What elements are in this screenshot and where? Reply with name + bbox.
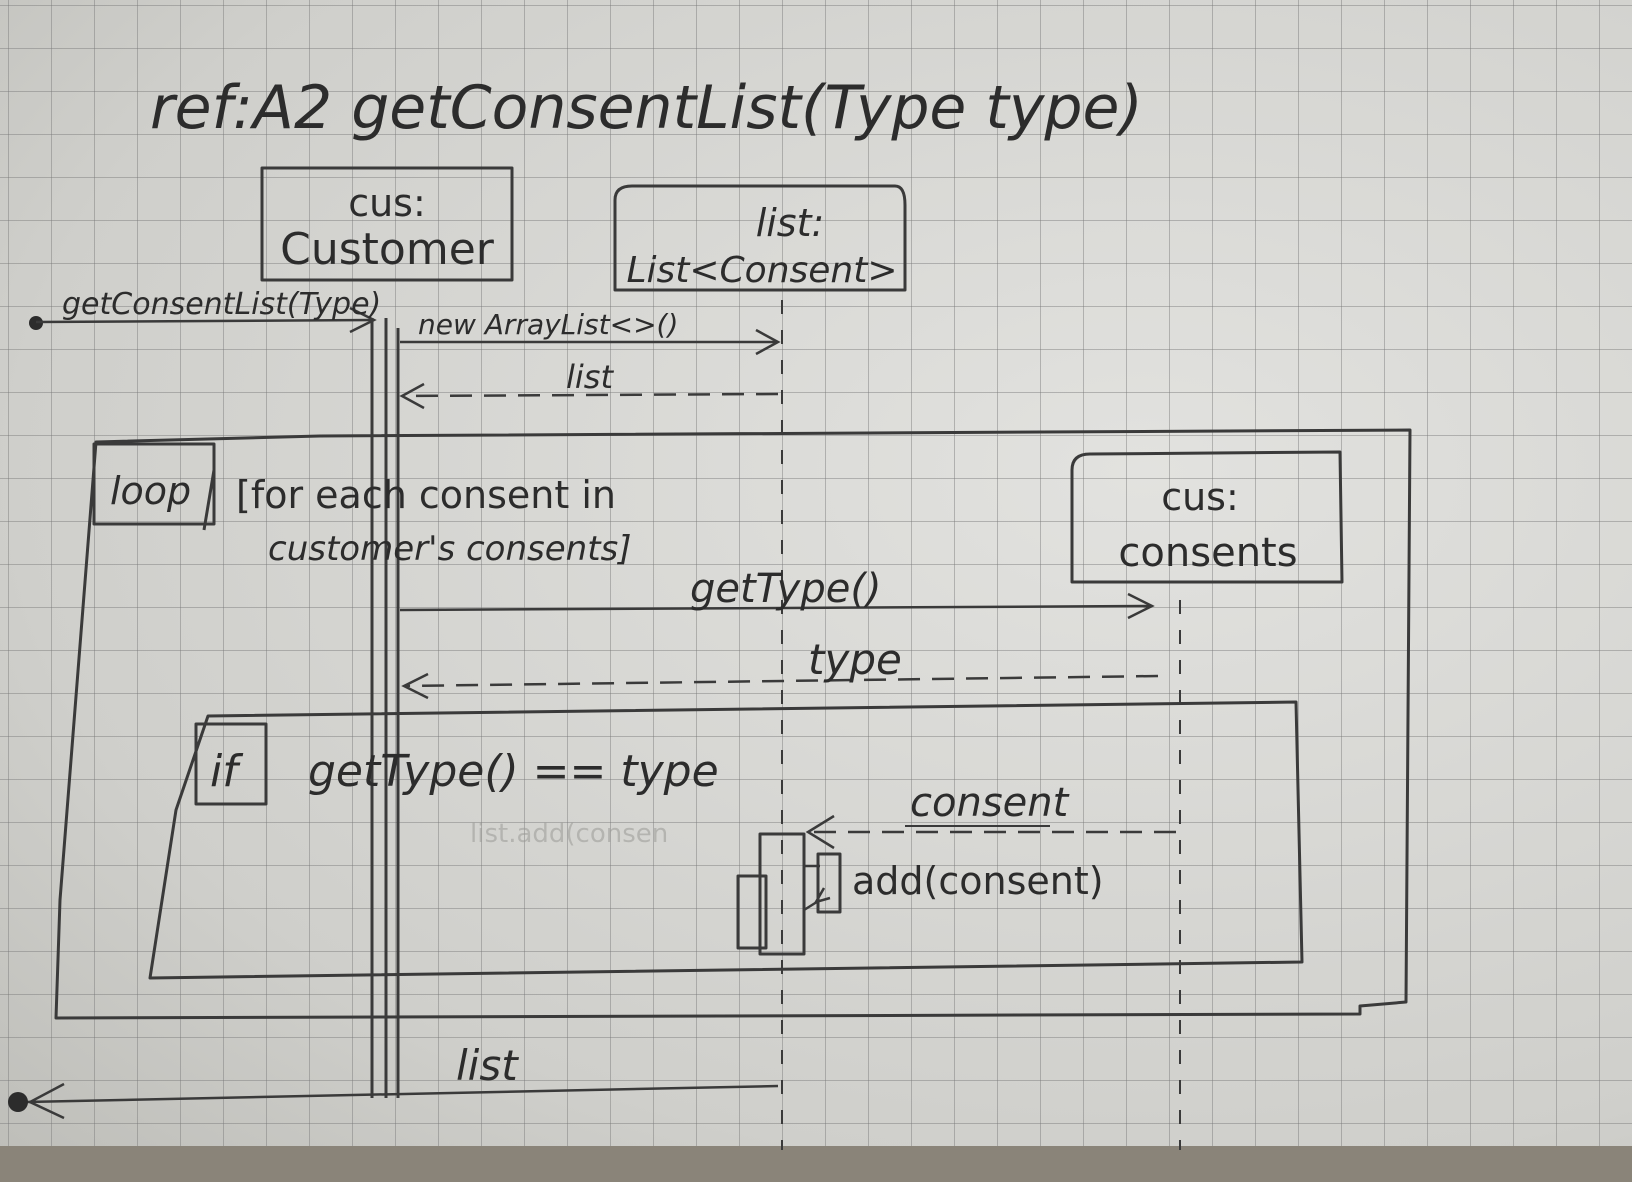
get-type-message: getType(): [399, 566, 1155, 620]
return-list-created-label: list: [566, 358, 614, 396]
list-activation: [736, 832, 842, 956]
return-consent-label: consent: [910, 780, 1070, 826]
consents-instance-name: cus:: [1161, 475, 1239, 519]
table-surface: [0, 1146, 1632, 1182]
lifeline-header-customer: cus: Customer: [260, 166, 514, 282]
return-consent-message: consent: [805, 780, 1176, 850]
erased-text: list.add(consen: [470, 819, 668, 849]
create-list-message: new ArrayList<>(): [400, 308, 781, 356]
loop-guard-line1: [for each consent in: [236, 473, 616, 517]
diagram-title: ref:A2 getConsentList(Type type): [150, 73, 1143, 143]
lifeline-header-consents: cus: consents: [1070, 450, 1344, 584]
if-operator: if: [210, 746, 244, 797]
list-class-name: List<Consent>: [626, 250, 897, 291]
list-instance-name: list:: [756, 201, 825, 245]
return-list-final-message: list: [8, 1041, 779, 1120]
loop-guard-line2: customer's consents]: [268, 529, 632, 569]
if-guard: getType() == type: [308, 746, 719, 797]
loop-operator: loop: [110, 469, 191, 513]
get-type-label: getType(): [690, 566, 882, 612]
consents-class-name: consents: [1118, 530, 1297, 576]
lifeline-header-list: list: List<Consent>: [613, 184, 907, 292]
loop-fragment: loop [for each consent in customer's con…: [54, 428, 1412, 1020]
return-list-final-label: list: [456, 1041, 519, 1090]
add-consent-label: add(consent): [852, 859, 1104, 903]
incoming-call-label: getConsentList(Type): [62, 287, 381, 322]
create-list-label: new ArrayList<>(): [418, 308, 678, 341]
return-type-message: type: [401, 635, 1159, 700]
if-fragment: if getType() == type: [148, 700, 1304, 980]
return-list-created-message: list: [399, 358, 779, 410]
customer-class-name: Customer: [280, 224, 495, 275]
incoming-call-message: getConsentList(Type): [29, 287, 381, 334]
customer-instance-name: cus:: [348, 181, 426, 225]
return-type-label: type: [808, 635, 902, 684]
